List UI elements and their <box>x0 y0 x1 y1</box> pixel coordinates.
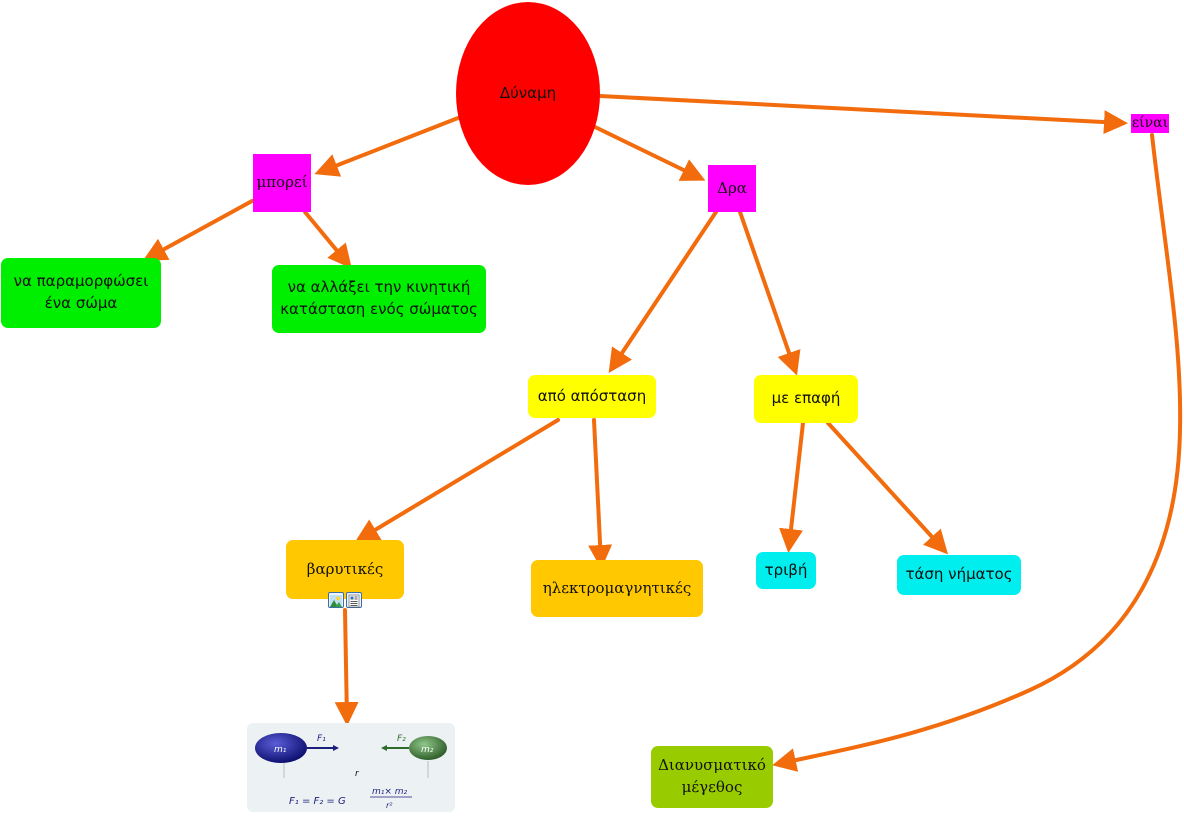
edge-einai-dianysmatiko <box>772 133 1183 772</box>
mass2-label: m₂ <box>421 745 434 755</box>
edge-epafi-trivi <box>779 421 805 553</box>
concept-trivi-label: τριβή <box>764 560 808 579</box>
image-attachment-icon[interactable] <box>328 592 344 608</box>
link-einai[interactable]: είναι <box>1131 114 1169 133</box>
force1-label: F₁ <box>317 734 326 744</box>
concept-kinitiki-line1: να αλλάξει την κινητική <box>287 278 471 297</box>
concept-tasi-nimatos-label: τάση νήματος <box>905 565 1013 584</box>
concept-ilektromagnitikes-label: ηλεκτρομαγνητικές <box>542 578 692 597</box>
link-dra[interactable]: Δρα <box>708 165 756 212</box>
concept-dynami[interactable]: Δύναμη <box>456 2 600 185</box>
concept-paramorfosei[interactable]: να παραμορφώσει ένα σώμα <box>1 258 161 328</box>
edge-dynami-dra <box>593 125 706 181</box>
concept-kinitiki-line2: κατάσταση ενός σώματος <box>280 300 478 318</box>
concept-ilektromagnitikes[interactable]: ηλεκτρομαγνητικές <box>531 560 703 617</box>
concept-kinitiki-katastasi[interactable]: να αλλάξει την κινητική κατάσταση ενός σ… <box>272 265 486 333</box>
formula-lhs: F₁ = F₂ = G <box>289 796 346 807</box>
concept-tasi-nimatos[interactable]: τάση νήματος <box>897 555 1021 595</box>
concept-me-epafi-label: με επαφή <box>771 389 841 408</box>
link-einai-label: είναι <box>1131 115 1169 132</box>
distance-label: r <box>355 769 360 779</box>
mass2-sphere <box>409 736 447 760</box>
concept-me-epafi[interactable]: με επαφή <box>754 375 858 423</box>
link-mporei[interactable]: μπορεί <box>253 154 311 212</box>
link-dra-label: Δρα <box>717 178 747 197</box>
edge-dra-me-epafi <box>738 210 801 376</box>
edge-mporei-paramorfosei <box>142 199 254 261</box>
concept-varytikes[interactable]: βαρυτικές <box>286 540 404 599</box>
edge-apostasi-varytikes <box>354 418 560 543</box>
concept-dianysmatiko-line2: μέγεθος <box>681 778 743 796</box>
concept-paramorfosei-line2: ένα σώμα <box>44 294 118 312</box>
edge-dra-apo-apostasi <box>608 210 718 373</box>
force2-label: F₂ <box>397 734 406 744</box>
concept-paramorfosei-line1: να παραμορφώσει <box>13 272 149 291</box>
concept-apo-apostasi[interactable]: από απόσταση <box>528 375 656 418</box>
formula-numerator: m₁× m₂ <box>372 787 408 797</box>
concept-dynami-label: Δύναμη <box>499 83 557 102</box>
concept-dianysmatiko-line1: Διανυσματικό <box>658 756 766 775</box>
edge-dynami-mporei <box>314 116 460 177</box>
edge-mporei-kinitiki <box>303 210 352 269</box>
concept-trivi[interactable]: τριβή <box>756 552 816 589</box>
edge-epafi-tasi <box>826 421 949 555</box>
concept-dianysmatiko-megethos[interactable]: Διανυσματικό μέγεθος <box>651 746 773 808</box>
document-attachment-icon[interactable] <box>346 592 362 608</box>
gravitation-formula-image[interactable]: m₁ m₂ F₁ F₂ r F₁ = F₂ = G m₁× m₂ r² <box>247 723 455 812</box>
edge-varytikes-formula <box>334 608 359 726</box>
concept-varytikes-label: βαρυτικές <box>306 559 384 578</box>
link-mporei-label: μπορεί <box>256 173 308 192</box>
mass1-sphere <box>255 733 307 763</box>
edge-apostasi-ilektromagnitikes <box>588 418 613 569</box>
mass1-label: m₁ <box>274 745 287 755</box>
formula-denominator: r² <box>386 801 393 810</box>
gravitation-diagram: m₁ m₂ F₁ F₂ r F₁ = F₂ = G m₁× m₂ r² <box>255 733 447 810</box>
concept-apo-apostasi-label: από απόσταση <box>537 386 647 405</box>
edge-dynami-einai <box>598 94 1128 135</box>
